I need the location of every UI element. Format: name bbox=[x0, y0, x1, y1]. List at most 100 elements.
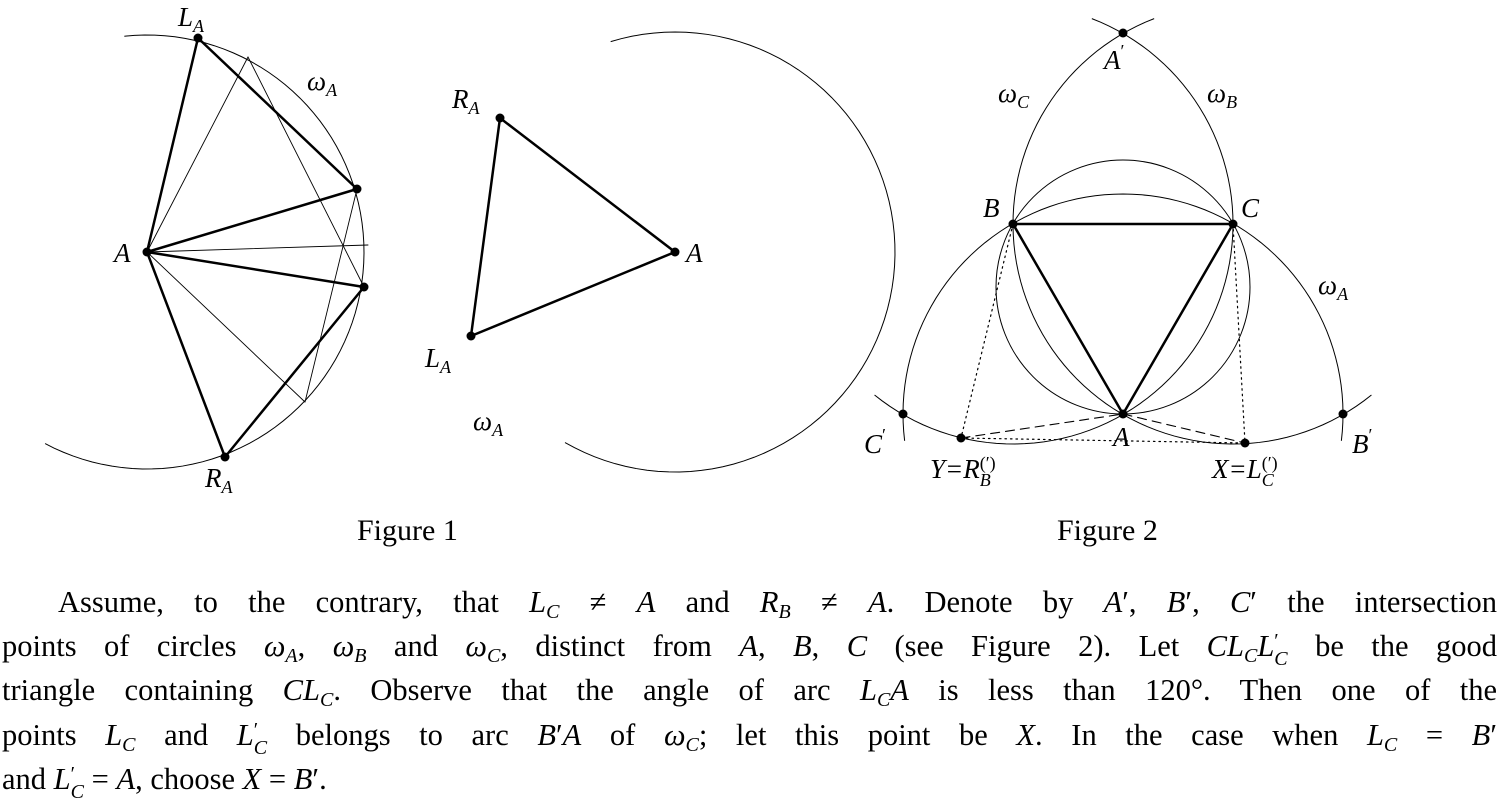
math-base: A bbox=[867, 585, 887, 619]
math-base: L bbox=[105, 717, 123, 752]
math-sup: ′ bbox=[70, 762, 76, 785]
text-run: ≠ bbox=[790, 585, 868, 619]
label-sup: (′) bbox=[1261, 453, 1278, 473]
math-symbol: L′C bbox=[236, 717, 267, 758]
point bbox=[142, 247, 152, 257]
math-symbol: ωC bbox=[465, 629, 500, 667]
math-sub: C bbox=[486, 645, 501, 668]
point bbox=[1118, 28, 1128, 38]
text-run: . In the case when bbox=[1035, 717, 1367, 752]
math-symbol: L′C bbox=[53, 761, 84, 802]
math-symbol: C bbox=[847, 629, 867, 663]
math-sup: ′ bbox=[1185, 585, 1193, 619]
label-base: A bbox=[686, 238, 703, 268]
triangle-side bbox=[469, 116, 502, 338]
thin-chord bbox=[304, 188, 358, 403]
label-sub: A bbox=[326, 80, 338, 100]
text-run: . Denote by bbox=[886, 585, 1104, 619]
triangle-side bbox=[145, 187, 359, 254]
point bbox=[898, 409, 908, 419]
math-sup: ′ bbox=[556, 717, 563, 752]
text-run: , bbox=[757, 629, 794, 664]
text-run: is less than 120°. Then one of the bbox=[908, 673, 1498, 708]
point bbox=[193, 33, 203, 43]
triangle-side bbox=[1011, 222, 1125, 416]
label-base: B bbox=[983, 193, 1000, 223]
label-base: A bbox=[1113, 422, 1130, 452]
math-base: A bbox=[890, 673, 909, 708]
text-run: = bbox=[1397, 717, 1472, 752]
label-sub: B bbox=[1226, 92, 1238, 112]
dotted-line bbox=[1232, 223, 1246, 444]
label-omega-b: ωB bbox=[1207, 80, 1238, 112]
math-symbol: B′ bbox=[537, 718, 562, 752]
math-symbol: A bbox=[563, 718, 582, 752]
math-symbol: C′ bbox=[1230, 585, 1257, 619]
math-symbol: LC bbox=[105, 717, 135, 756]
paragraph-line: points of circles ωA, ωB and ωC, distinc… bbox=[2, 624, 1497, 669]
math-subsup: ′C bbox=[70, 762, 84, 803]
point bbox=[1228, 219, 1238, 229]
point bbox=[1008, 219, 1018, 229]
text-run: (see Figure 2). Let bbox=[867, 629, 1207, 664]
point bbox=[352, 184, 362, 194]
math-sup: ′ bbox=[312, 761, 320, 796]
math-base: B bbox=[293, 761, 313, 796]
label-base: B bbox=[1352, 429, 1369, 459]
triangle-side bbox=[145, 250, 227, 459]
label-base: L bbox=[425, 343, 441, 373]
paragraph-line: and L′C = A, choose X = B′. bbox=[2, 757, 1497, 802]
omega-a-arc bbox=[564, 31, 896, 473]
text-run: , bbox=[1192, 585, 1230, 619]
figure-2-caption: Figure 2 bbox=[1057, 514, 1158, 547]
label-l-a: LA bbox=[425, 343, 452, 377]
label-b-prime: B′ bbox=[1352, 426, 1372, 458]
label-a: A bbox=[1113, 424, 1130, 451]
point bbox=[359, 282, 369, 292]
math-base: C bbox=[1229, 585, 1251, 619]
math-symbol: CLC bbox=[1207, 629, 1258, 667]
math-base: A bbox=[1103, 585, 1123, 619]
label-sub: A bbox=[440, 357, 452, 377]
math-base: B bbox=[537, 717, 556, 752]
omega-a-arc bbox=[902, 193, 1344, 441]
text-run: ≠ bbox=[559, 585, 637, 619]
math-base: L bbox=[859, 673, 877, 708]
point bbox=[956, 433, 966, 443]
math-symbol: CLC bbox=[282, 673, 334, 711]
label-sub: B bbox=[979, 470, 991, 491]
math-sub: B bbox=[354, 645, 367, 668]
dashed-line bbox=[960, 413, 1124, 439]
label-sub: A bbox=[468, 98, 480, 118]
figures-canvas bbox=[44, 18, 1372, 473]
math-base: L bbox=[53, 761, 71, 796]
math-symbol: RB bbox=[760, 585, 791, 623]
math-base: CL bbox=[282, 673, 320, 708]
label-base: A bbox=[1104, 45, 1121, 75]
label-sup: ′ bbox=[1120, 41, 1125, 61]
math-base: ω bbox=[263, 629, 286, 664]
math-base: ω bbox=[332, 629, 355, 664]
text-run: . bbox=[319, 761, 327, 796]
thin-chord bbox=[146, 251, 306, 403]
label-r-a: RA bbox=[452, 86, 480, 118]
math-sub: C bbox=[253, 736, 268, 759]
label-r-a: RA bbox=[205, 465, 233, 497]
label-omega-a: ωA bbox=[473, 408, 503, 440]
math-base: A bbox=[116, 761, 136, 796]
label-omega-a: ωA bbox=[307, 68, 338, 100]
text-run: the intersection bbox=[1256, 585, 1498, 619]
label-sub: A bbox=[221, 477, 233, 497]
label-subsup: (′)B bbox=[979, 454, 996, 491]
math-base: L bbox=[236, 717, 254, 752]
math-base: L bbox=[529, 585, 547, 619]
label-base: ω bbox=[998, 78, 1018, 108]
point bbox=[670, 247, 680, 257]
math-base: X bbox=[242, 761, 262, 796]
math-sub: C bbox=[546, 601, 560, 623]
text-run: points of circles bbox=[2, 629, 264, 664]
math-symbol: A bbox=[868, 585, 887, 619]
math-sub: C bbox=[70, 780, 84, 803]
text-run: be the good bbox=[1287, 629, 1497, 664]
text-run: , distinct from bbox=[500, 629, 740, 664]
